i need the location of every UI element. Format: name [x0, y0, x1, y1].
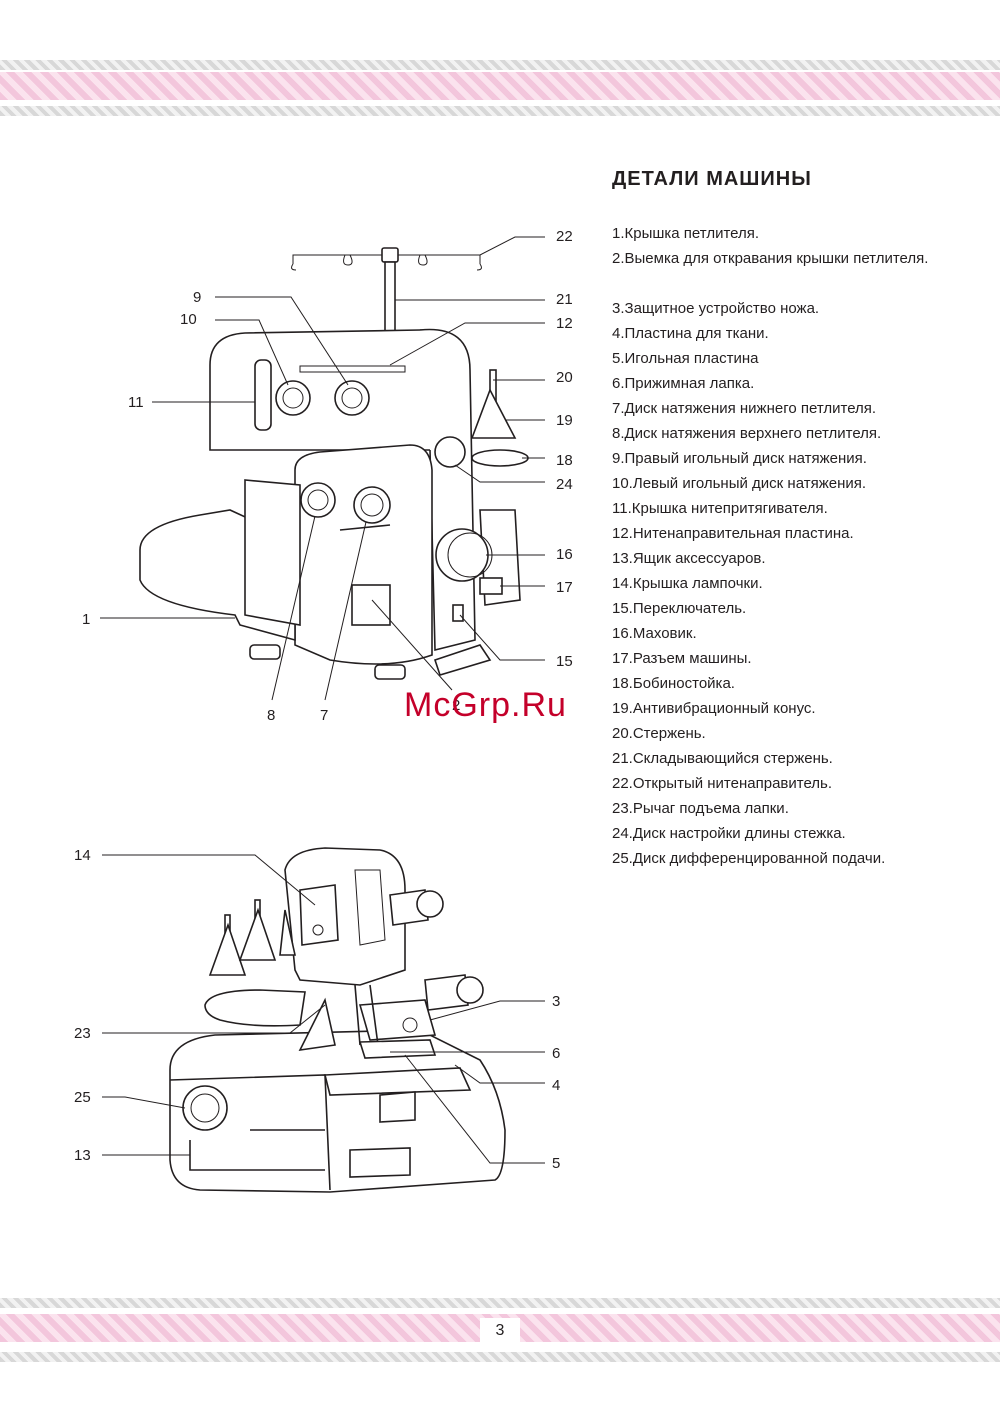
front-view-callouts: 22 21 12 20 19 18 24 16 17 15 9 10 11 1 …	[82, 228, 573, 724]
page-number: 3	[480, 1318, 520, 1344]
callout-10: 10	[180, 311, 197, 328]
side-view-leader-lines	[102, 854, 545, 1164]
part-item-3: 3.Защитное устройство ножа.	[612, 300, 820, 317]
watermark: McGrp.Ru	[404, 686, 567, 724]
part-item-8: 8.Диск натяжения верхнего петлителя.	[612, 425, 882, 442]
presser-foot-and-needles	[298, 984, 437, 1059]
part-item-11: 11.Крышка нитепритягивателя.	[612, 500, 828, 517]
bottom-gray-stripe-lower	[0, 1352, 1000, 1362]
callout-5: 5	[552, 1155, 560, 1172]
part-item-19: 19.Антивибрационный конус.	[612, 700, 816, 717]
part-item-20: 20.Стержень.	[612, 725, 706, 742]
callout-14: 14	[74, 847, 91, 864]
callout-21: 21	[556, 291, 573, 308]
callout-6: 6	[552, 1045, 560, 1062]
callout-25: 25	[74, 1089, 91, 1106]
part-item-16: 16.Маховик.	[612, 625, 697, 642]
front-view-diagram: 22 21 12 20 19 18 24 16 17 15 9 10 11 1 …	[82, 228, 573, 724]
part-item-10: 10.Левый игольный диск натяжения.	[612, 475, 867, 492]
part-item-14: 14.Крышка лампочки.	[612, 575, 763, 592]
callout-22: 22	[556, 228, 573, 245]
part-item-4: 4.Пластина для ткани.	[612, 325, 769, 342]
side-view-diagram: 14 23 25 13 3 6 4 5	[74, 847, 560, 1193]
side-machine-head	[284, 847, 406, 986]
side-spool-holder	[204, 899, 306, 1027]
callout-19: 19	[556, 412, 573, 429]
feet	[249, 644, 406, 680]
top-pink-stripe	[0, 72, 1000, 100]
callout-11: 11	[128, 394, 144, 411]
callout-15: 15	[556, 653, 573, 670]
part-item-2: 2.Выемка для откравания крышки петлителя…	[612, 250, 929, 267]
parts-list: 1.Крышка петлителя. 2.Выемка для открава…	[612, 221, 982, 871]
callout-16: 16	[556, 546, 573, 563]
machine-body-front	[139, 328, 492, 676]
spool-holder	[470, 369, 529, 467]
part-item-18: 18.Бобиностойка.	[612, 675, 735, 692]
top-decorative-band	[0, 60, 1000, 122]
part-item-6: 6.Прижимная лапка.	[612, 375, 755, 392]
callout-3: 3	[552, 993, 560, 1010]
part-item-5: 5.Игольная пластина	[612, 350, 759, 367]
part-item-25: 25.Диск дифференцированной подачи.	[612, 850, 886, 867]
thread-stand-antenna	[291, 247, 482, 343]
callout-7: 7	[320, 707, 328, 724]
part-item-23: 23.Рычаг подъема лапки.	[612, 800, 789, 817]
front-view-leader-lines	[100, 236, 545, 701]
top-gray-stripe-lower	[0, 106, 1000, 116]
part-item-15: 15.Переключатель.	[612, 600, 747, 617]
callout-24: 24	[556, 476, 573, 493]
side-dials	[358, 889, 484, 1041]
tension-dials	[275, 380, 466, 524]
part-item-13: 13.Ящик аксессуаров.	[612, 550, 766, 567]
handwheel-and-ports	[435, 509, 521, 622]
callout-4: 4	[552, 1077, 560, 1094]
part-item-12: 12.Нитенаправительная пластина.	[612, 525, 854, 542]
side-view-callouts: 14 23 25 13 3 6 4 5	[74, 847, 560, 1172]
top-gray-stripe-upper	[0, 60, 1000, 70]
callout-23: 23	[74, 1025, 91, 1042]
callout-12: 12	[556, 315, 573, 332]
part-item-7: 7.Диск натяжения нижнего петлителя.	[612, 400, 877, 417]
part-item-9: 9.Правый игольный диск натяжения.	[612, 450, 867, 467]
bottom-gray-stripe-upper	[0, 1298, 1000, 1308]
part-item-21: 21.Складывающийся стержень.	[612, 750, 833, 767]
callout-20: 20	[556, 369, 573, 386]
callout-17: 17	[556, 579, 573, 596]
side-machine-body	[169, 1029, 506, 1193]
part-item-1: 1.Крышка петлителя.	[612, 225, 760, 242]
callout-2: 2	[452, 697, 460, 714]
callout-18: 18	[556, 452, 573, 469]
callout-9: 9	[193, 289, 201, 306]
callout-8: 8	[267, 707, 275, 724]
callout-1: 1	[82, 611, 90, 628]
part-item-24: 24.Диск настройки длины стежка.	[612, 825, 846, 842]
part-item-22: 22.Открытый нитенаправитель.	[612, 775, 833, 792]
callout-13: 13	[74, 1147, 91, 1164]
part-item-17: 17.Разъем машины.	[612, 650, 752, 667]
page-title: ДЕТАЛИ МАШИНЫ	[612, 168, 812, 190]
